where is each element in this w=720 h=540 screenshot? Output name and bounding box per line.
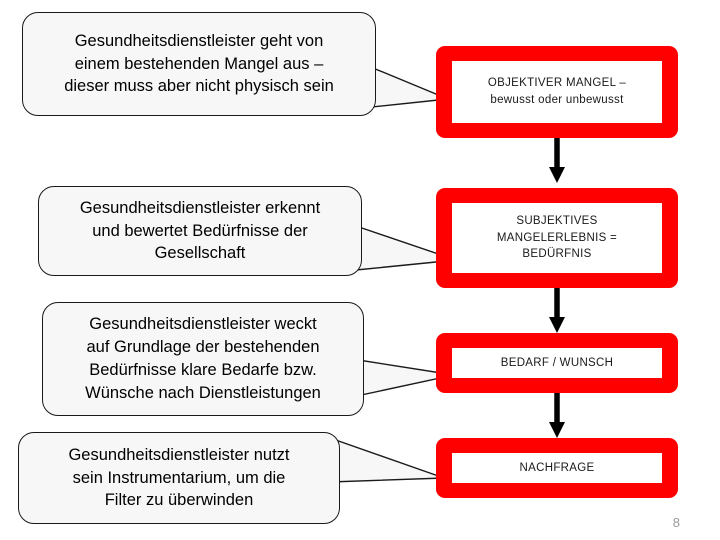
box-bedarf-wunsch-text: BEDARF / WUNSCH bbox=[452, 348, 662, 378]
callout-filter: Gesundheitsdienstleister nutzt sein Inst… bbox=[18, 432, 340, 524]
arrow-down-1 bbox=[549, 136, 565, 183]
page-number: 8 bbox=[672, 515, 680, 530]
arrow-down-3 bbox=[549, 391, 565, 438]
box-subjektives-mangelerlebnis-text: SUBJEKTIVES MANGELERLEBNIS = BEDÜRFNIS bbox=[452, 203, 662, 273]
callout-mangel: Gesundheitsdienstleister geht von einem … bbox=[22, 12, 376, 116]
box-nachfrage-text: NACHFRAGE bbox=[452, 453, 662, 483]
callout-bedurfnisse-text: Gesundheitsdienstleister erkennt und bew… bbox=[79, 198, 321, 263]
arrow-down-2 bbox=[549, 286, 565, 333]
callout-mangel-text: Gesundheitsdienstleister geht von einem … bbox=[64, 31, 334, 96]
callout-bedurfnisse: Gesundheitsdienstleister erkennt und bew… bbox=[38, 186, 362, 276]
box-objektiver-mangel-text: OBJEKTIVER MANGEL – bewusst oder unbewus… bbox=[452, 61, 662, 123]
box-subjektives-mangelerlebnis: SUBJEKTIVES MANGELERLEBNIS = BEDÜRFNIS bbox=[436, 188, 678, 288]
box-objektiver-mangel: OBJEKTIVER MANGEL – bewusst oder unbewus… bbox=[436, 46, 678, 138]
callout-filter-text: Gesundheitsdienstleister nutzt sein Inst… bbox=[68, 445, 290, 510]
callout-bedarfe-text: Gesundheitsdienstleister weckt auf Grund… bbox=[85, 315, 321, 402]
callout-tail-4 bbox=[329, 437, 445, 483]
callout-bedarfe: Gesundheitsdienstleister weckt auf Grund… bbox=[42, 302, 364, 416]
box-nachfrage: NACHFRAGE bbox=[436, 438, 678, 498]
box-bedarf-wunsch: BEDARF / WUNSCH bbox=[436, 333, 678, 393]
